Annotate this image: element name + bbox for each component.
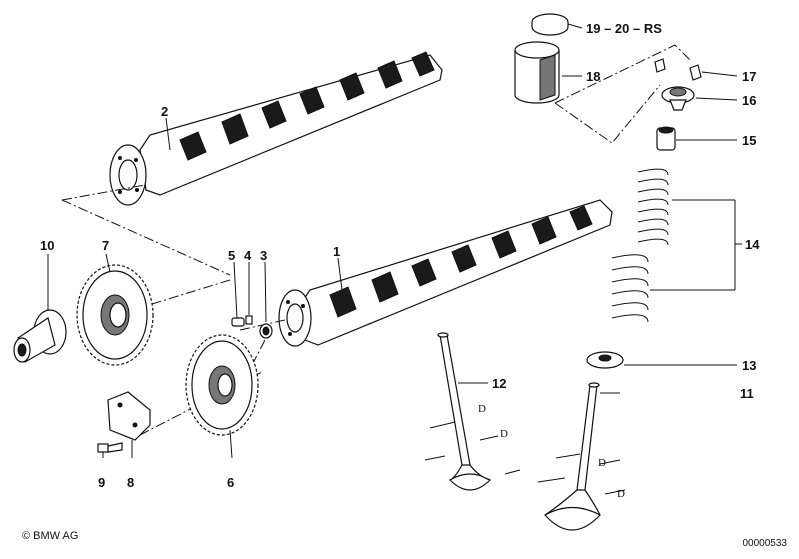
callout-12: 12 bbox=[492, 376, 506, 391]
callout-11: 11 bbox=[740, 386, 754, 401]
callout-1: 1 bbox=[333, 244, 340, 259]
dowel-pin bbox=[231, 317, 245, 327]
callout-3: 3 bbox=[260, 248, 267, 263]
callout-9: 9 bbox=[98, 475, 105, 490]
bolt bbox=[97, 442, 123, 453]
assembly-line bbox=[61, 199, 231, 276]
callout-7: 7 bbox=[102, 238, 109, 253]
callout-8: 8 bbox=[127, 475, 134, 490]
callout-10: 10 bbox=[40, 238, 54, 253]
dimension-label: D bbox=[598, 457, 606, 469]
callout-2: 2 bbox=[161, 104, 168, 119]
valve-large bbox=[544, 382, 601, 531]
callout-labels: 1 2 3 4 5 6 7 8 9 10 11 12 13 14 15 16 1… bbox=[40, 21, 760, 490]
upper-camshaft bbox=[109, 51, 443, 206]
leader-lines bbox=[47, 23, 742, 459]
callout-17: 17 bbox=[742, 69, 756, 84]
callout-19-20-rs: 19 – 20 – RS bbox=[586, 21, 662, 36]
shim bbox=[531, 13, 569, 36]
valve-stem-seal bbox=[656, 126, 676, 151]
assembly-line bbox=[554, 84, 661, 144]
valve-keepers bbox=[654, 58, 702, 81]
assembly-line bbox=[61, 184, 146, 201]
callout-5: 5 bbox=[228, 248, 235, 263]
callout-18: 18 bbox=[586, 69, 600, 84]
spring-seat bbox=[586, 351, 624, 369]
callout-13: 13 bbox=[742, 358, 756, 373]
assembly-line bbox=[554, 44, 691, 104]
dimension-marks: D D D D bbox=[424, 403, 626, 500]
document-number: 00000533 bbox=[742, 538, 788, 549]
sleeve bbox=[259, 323, 273, 339]
dimension-label: D bbox=[478, 403, 486, 415]
bucket-tappet bbox=[514, 41, 560, 104]
callout-4: 4 bbox=[244, 248, 252, 263]
lower-camshaft bbox=[278, 199, 613, 347]
spring-retainer bbox=[661, 86, 695, 111]
callout-16: 16 bbox=[742, 93, 756, 108]
assembly-line bbox=[251, 339, 266, 366]
small-pin bbox=[245, 315, 253, 325]
upper-sprocket bbox=[76, 264, 154, 366]
lock-plate bbox=[107, 391, 151, 441]
inner-valve-spring bbox=[611, 254, 649, 323]
hub bbox=[13, 309, 67, 363]
outer-valve-spring bbox=[637, 168, 669, 246]
callout-14: 14 bbox=[745, 237, 760, 252]
dimension-label: D bbox=[500, 428, 508, 440]
copyright-notice: © BMW AG bbox=[22, 530, 79, 542]
callout-6: 6 bbox=[227, 475, 234, 490]
callout-15: 15 bbox=[742, 133, 756, 148]
lower-sprocket bbox=[185, 334, 259, 436]
dimension-label: D bbox=[617, 488, 625, 500]
